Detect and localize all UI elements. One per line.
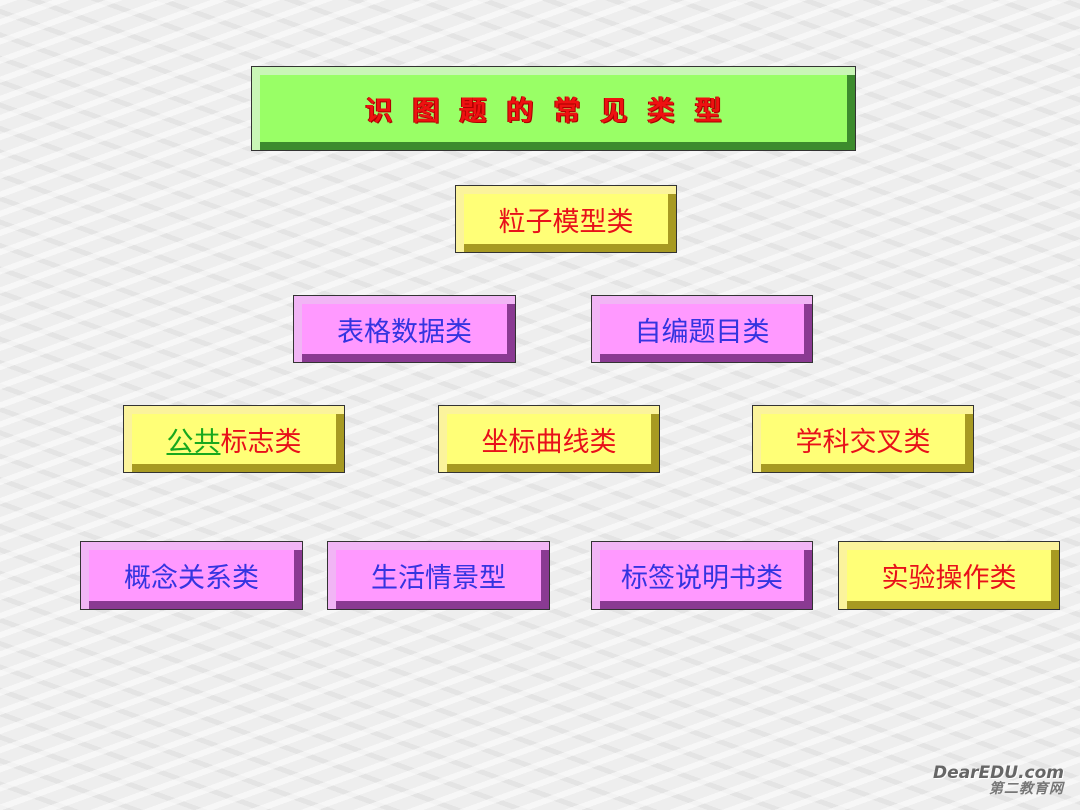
life-scene-label: 生活情景型 — [336, 550, 541, 601]
public-sign-suffix: 标志类 — [220, 426, 302, 458]
particle-model-box[interactable]: 粒子模型类 — [455, 185, 677, 253]
page-title: 识图题的常见类型 — [260, 75, 847, 142]
coordinate-curve-box[interactable]: 坐标曲线类 — [438, 405, 660, 473]
logo-line1: DearEDU.com — [933, 763, 1064, 783]
interdisciplinary-box[interactable]: 学科交叉类 — [752, 405, 974, 473]
title-box: 识图题的常见类型 — [251, 66, 856, 151]
label-instruction-label: 标签说明书类 — [600, 550, 804, 601]
public-sign-box[interactable]: 公共标志类 — [123, 405, 345, 473]
coordinate-curve-label: 坐标曲线类 — [447, 414, 651, 464]
life-scene-box[interactable]: 生活情景型 — [327, 541, 550, 610]
particle-model-label: 粒子模型类 — [464, 194, 668, 244]
table-data-label: 表格数据类 — [302, 304, 507, 354]
logo-line2: 第二教育网 — [989, 781, 1064, 797]
experiment-operation-box[interactable]: 实验操作类 — [838, 541, 1060, 610]
self-made-box[interactable]: 自编题目类 — [591, 295, 813, 363]
self-made-label: 自编题目类 — [600, 304, 804, 354]
experiment-operation-label: 实验操作类 — [847, 550, 1051, 601]
concept-relation-box[interactable]: 概念关系类 — [80, 541, 303, 610]
table-data-box[interactable]: 表格数据类 — [293, 295, 516, 363]
interdisciplinary-label: 学科交叉类 — [761, 414, 965, 464]
label-instruction-box[interactable]: 标签说明书类 — [591, 541, 813, 610]
public-sign-label: 公共标志类 — [132, 414, 336, 464]
dearedu-logo: DearEDU.com 第二教育网 — [933, 763, 1064, 797]
concept-relation-label: 概念关系类 — [89, 550, 294, 601]
public-link[interactable]: 公共 — [166, 426, 221, 458]
